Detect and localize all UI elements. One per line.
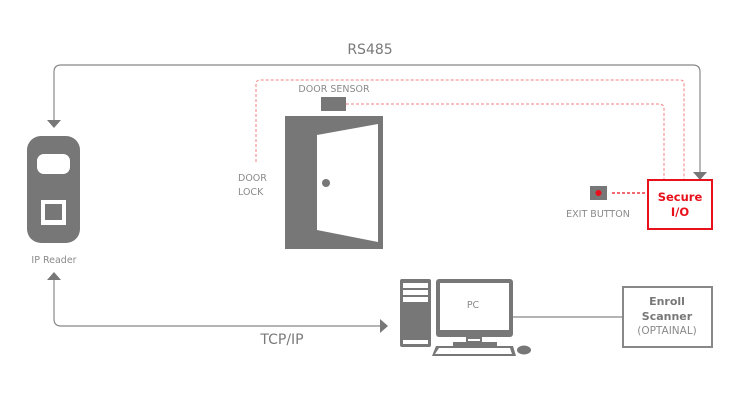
pc-device [400, 279, 531, 356]
secure-io-label-line2: I/O [671, 205, 689, 219]
enroll-label-line1: Enroll [649, 295, 685, 308]
secure-io-box [647, 179, 713, 230]
tcpip-arrow-reader [47, 272, 61, 280]
secure-io-label-line1: Secure [658, 190, 703, 204]
ip-reader-label: IP Reader [31, 255, 76, 266]
ip-reader-device [27, 136, 80, 243]
exit-button-label: EXIT BUTTON [566, 209, 630, 220]
door-sensor-label: DOOR SENSOR [298, 84, 370, 95]
tcpip-line [53, 280, 380, 327]
pc-label: PC [467, 300, 480, 311]
exit-button-device [590, 186, 607, 200]
door-sensor-wire [346, 103, 665, 180]
rs485-arrow-reader [47, 120, 61, 128]
enroll-label-line3: (OPTAINAL) [637, 325, 697, 337]
enroll-scanner-box [622, 286, 713, 348]
rs485-line [53, 64, 701, 172]
rs485-label: RS485 [347, 42, 392, 58]
door-sensor-device [321, 97, 346, 111]
door-lock-label-line2: LOCK [238, 187, 264, 198]
door-device [285, 116, 383, 249]
door-lock-label-line1: DOOR [238, 173, 267, 184]
enroll-label-line2: Scanner [642, 310, 693, 323]
rs485-arrow-secureio [693, 172, 707, 180]
tcpip-arrow-pc [380, 319, 388, 333]
tcpip-label: TCP/IP [259, 332, 303, 348]
